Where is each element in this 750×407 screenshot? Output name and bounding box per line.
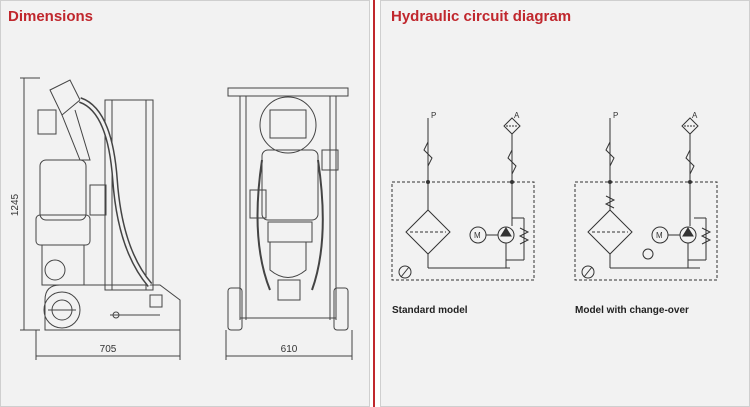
port-a-changeover: A <box>692 111 698 120</box>
dimensions-title: Dimensions <box>8 8 94 25</box>
changeover-model-caption: Model with change-over <box>575 305 689 316</box>
height-dimension-label: 1245 <box>10 193 21 216</box>
front-width-dimension-label: 610 <box>281 344 298 355</box>
side-width-dimension-label: 705 <box>100 344 117 355</box>
dimensions-panel <box>0 0 370 407</box>
standard-model-caption: Standard model <box>392 305 468 316</box>
port-p-changeover: P <box>613 111 618 120</box>
port-p-standard: P <box>431 111 436 120</box>
motor-symbol-standard: M <box>474 231 481 240</box>
panel-divider <box>373 0 375 407</box>
hydraulic-title: Hydraulic circuit diagram <box>391 8 572 25</box>
motor-symbol-changeover: M <box>656 231 663 240</box>
port-a-standard: A <box>514 111 520 120</box>
hydraulic-panel <box>380 0 750 407</box>
